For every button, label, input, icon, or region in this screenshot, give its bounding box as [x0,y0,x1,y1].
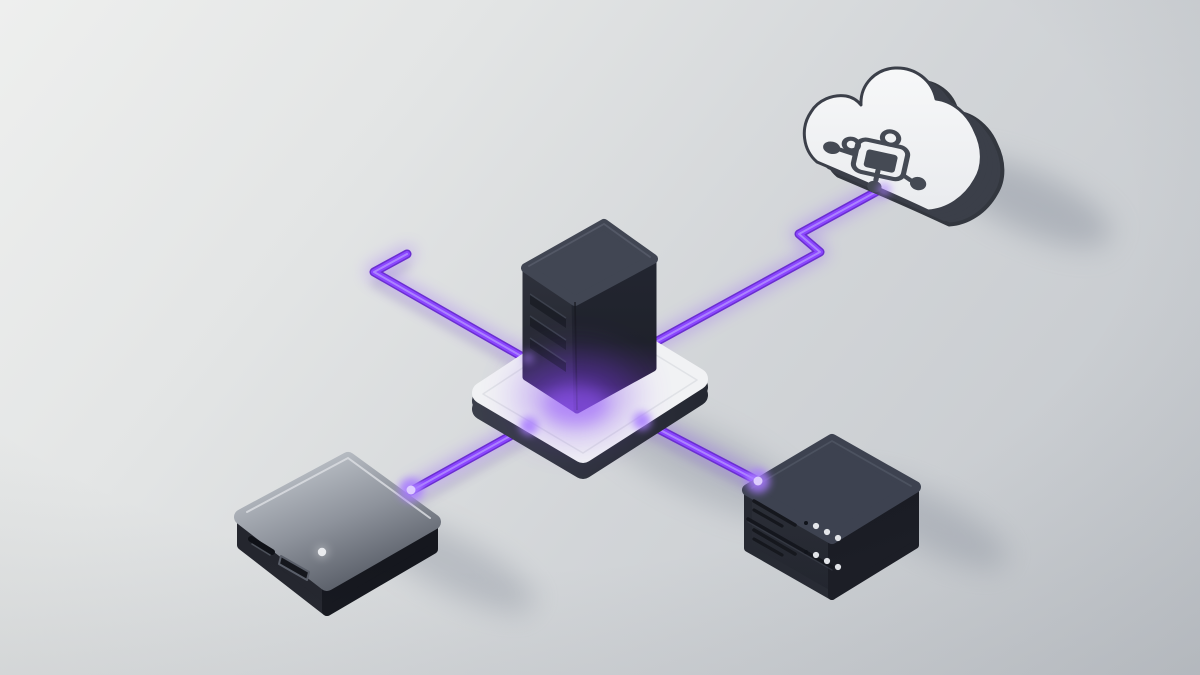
vignette-overlay [0,0,1200,675]
network-scene [0,0,1200,675]
illustration-canvas [0,0,1200,675]
